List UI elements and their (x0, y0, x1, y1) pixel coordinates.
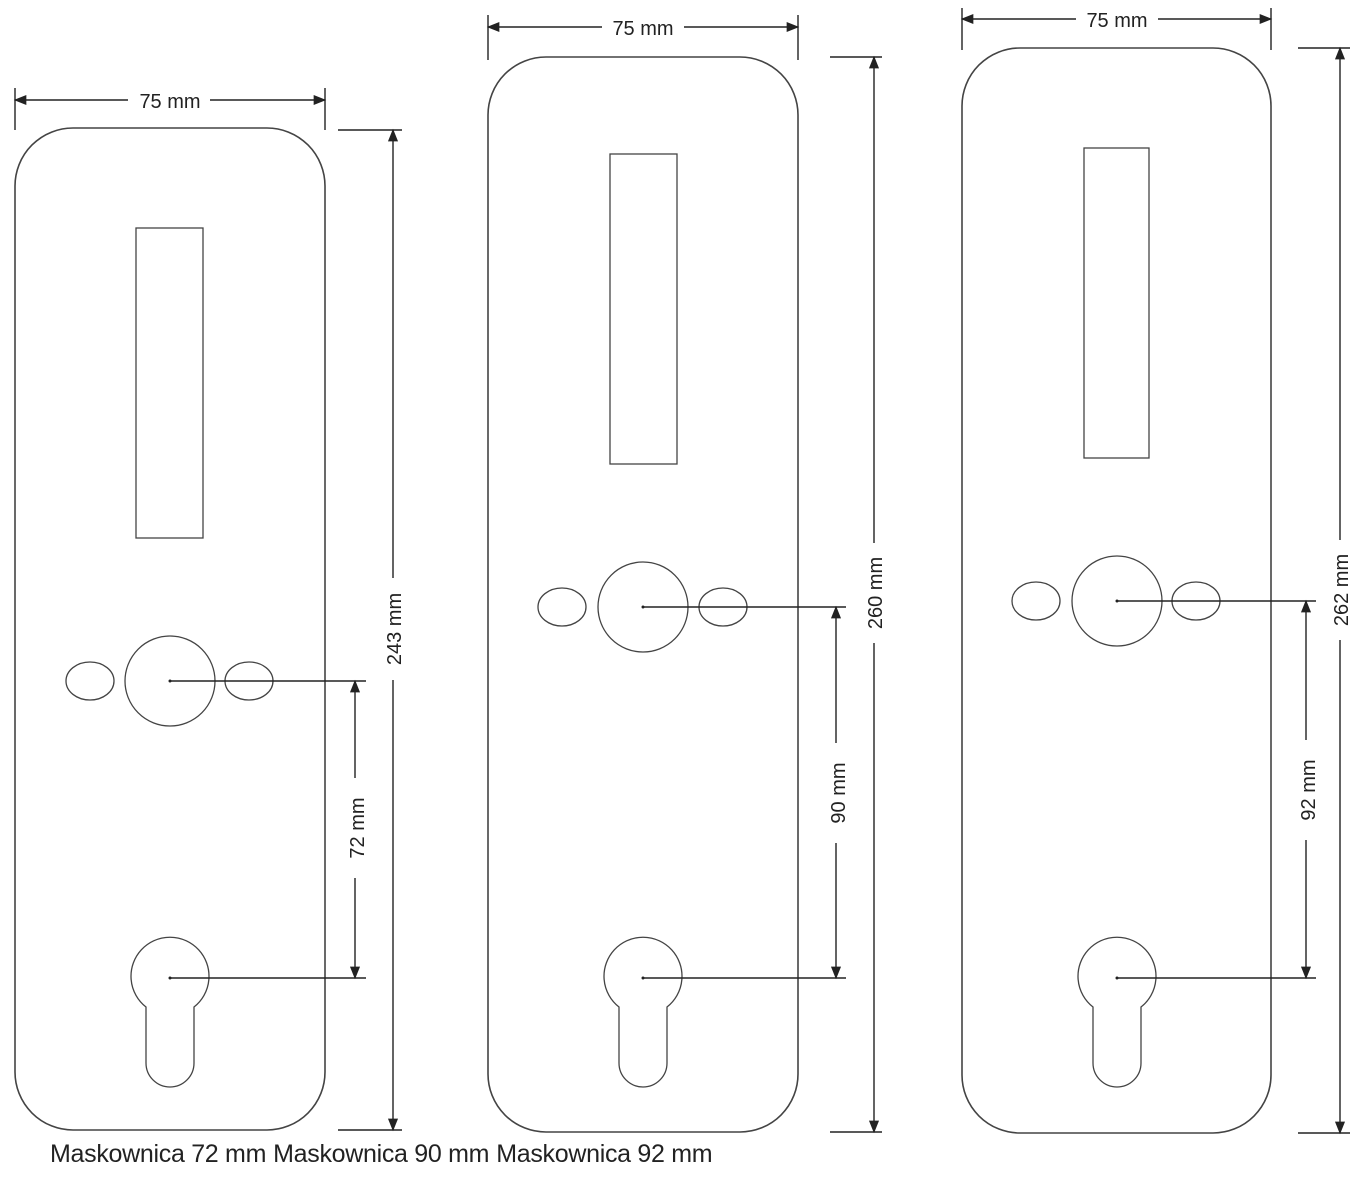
width-dimension-label: 75 mm (612, 18, 673, 40)
caption-plate-72: Maskownica 72 mm (50, 1140, 267, 1168)
plate-90: 75 mm 260 mm 90 mm (486, 15, 887, 1134)
spacing-dimension-label: 72 mm (347, 797, 369, 858)
spacing-dimension-label: 90 mm (828, 762, 850, 823)
caption-plate-92: Maskownica 92 mm (496, 1140, 713, 1168)
width-dimension-label: 75 mm (139, 91, 200, 113)
handle-slot (135, 227, 204, 539)
screw-hole-left (1011, 581, 1061, 621)
handle-slot (1083, 147, 1150, 459)
spacing-dimension-label: 92 mm (1298, 759, 1320, 820)
handle-slot (609, 153, 678, 465)
height-dimension-label: 262 mm (1331, 554, 1353, 626)
plate-72: 75 mm 243 mm 72 mm (13, 88, 406, 1132)
cylinder-keyhole (1077, 936, 1157, 1088)
height-dimension-label: 260 mm (865, 557, 887, 629)
cylinder-keyhole (130, 936, 210, 1088)
plate-92: 75 mm 262 mm 92 mm (960, 8, 1353, 1135)
screw-hole-left (65, 661, 115, 701)
height-dimension-label: 243 mm (384, 593, 406, 665)
screw-hole-left (537, 587, 587, 627)
plate-outline (14, 127, 326, 1131)
cylinder-keyhole (603, 936, 683, 1088)
width-dimension-label: 75 mm (1086, 10, 1147, 32)
caption-plate-90: Maskownica 90 mm (273, 1140, 490, 1168)
